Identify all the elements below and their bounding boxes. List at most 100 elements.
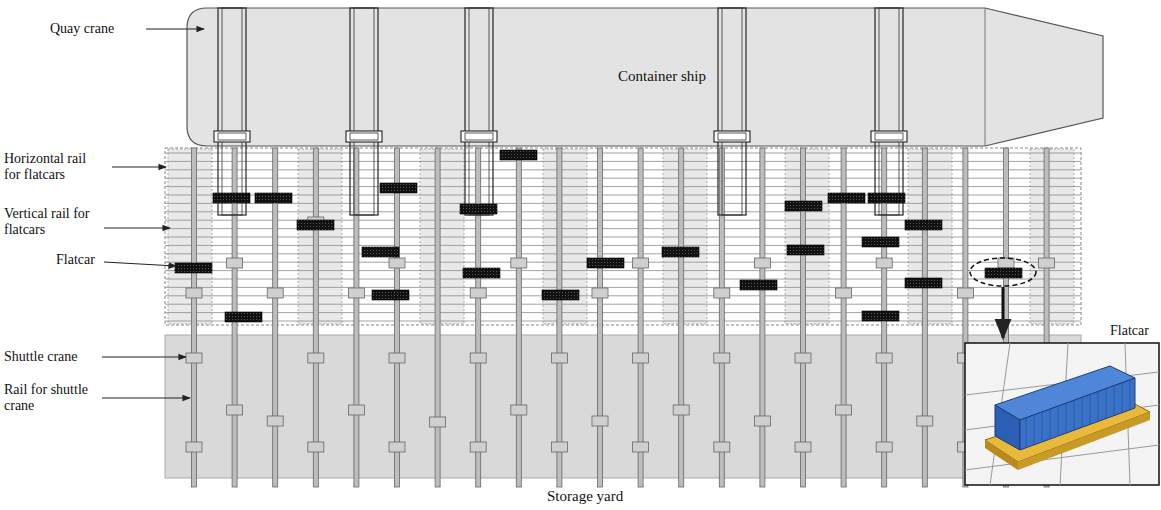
horizontal-rail: [165, 203, 1081, 204]
shuttle-crane: [876, 442, 892, 452]
horizontal-rail: [165, 253, 1081, 254]
shuttle-crane: [876, 353, 892, 363]
shuttle-crane: [511, 258, 527, 268]
horizontal-rail: [165, 169, 1081, 170]
shuttle-crane-rail: [638, 148, 643, 487]
flatcar: [500, 150, 537, 160]
flatcar: [862, 311, 899, 321]
shuttle-crane: [836, 288, 852, 298]
flatcar: [740, 280, 777, 290]
ship-hull: [187, 8, 1103, 146]
shuttle-crane-rail: [354, 148, 359, 487]
shuttle-crane: [551, 353, 567, 363]
shuttle-crane: [389, 442, 405, 452]
shuttle-crane: [795, 353, 811, 363]
shuttle-crane: [267, 416, 283, 426]
horizontal-rail: [165, 161, 1081, 162]
flatcar: [460, 204, 497, 214]
shuttle-crane: [348, 288, 364, 298]
quay-crane: [718, 8, 746, 215]
shuttle-crane: [389, 258, 405, 268]
part-label: Quay crane: [50, 21, 114, 37]
flatcar: [362, 247, 399, 257]
flatcar: [213, 193, 250, 203]
storage-yard-area: [165, 335, 1081, 478]
shuttle-crane: [714, 442, 730, 452]
flatcar: [297, 220, 334, 230]
quay-crane: [465, 8, 493, 215]
horizontal-rail: [165, 295, 1081, 296]
shuttle-crane: [1039, 258, 1055, 268]
flatcar: [175, 263, 212, 273]
shuttle-crane: [267, 288, 283, 298]
shuttle-crane: [633, 353, 649, 363]
shuttle-crane: [714, 288, 730, 298]
vertical-flatcar-rail: [785, 149, 829, 324]
shuttle-crane-rail: [557, 148, 562, 487]
shuttle-crane: [186, 442, 202, 452]
flatcar: [905, 220, 942, 230]
vertical-flatcar-rail: [168, 149, 212, 324]
horizontal-rail: [165, 195, 1081, 196]
shuttle-crane: [551, 442, 567, 452]
shuttle-crane: [795, 442, 811, 452]
flatcar-inset: [965, 343, 1159, 485]
vertical-flatcar-rail: [908, 149, 952, 324]
vertical-flatcar-rail: [1030, 149, 1074, 324]
shuttle-crane: [186, 288, 202, 298]
node-text: Storage yard: [547, 487, 623, 505]
flatcar: [787, 245, 824, 255]
part-label: Flatcar: [56, 252, 95, 268]
flatcar: [905, 278, 942, 288]
horizontal-rail: [165, 153, 1081, 154]
vertical-flatcar-rail: [663, 149, 707, 324]
flatcar: [662, 247, 699, 257]
shuttle-crane-rail: [476, 148, 481, 487]
horizontal-rail: [165, 186, 1081, 187]
part-label: Shuttle crane: [4, 349, 77, 365]
shuttle-crane-rail: [922, 148, 927, 487]
shuttle-crane: [836, 405, 852, 415]
part-label: Horizontal rail for flatcars: [4, 151, 98, 183]
horizontal-rail: [165, 178, 1081, 179]
yard-label: Storage yard: [547, 487, 623, 505]
quay-crane: [350, 8, 378, 215]
flatcar: [828, 193, 865, 203]
shuttle-crane-rail: [598, 148, 603, 487]
part-label: Rail for shuttle crane: [4, 382, 100, 414]
vertical-flatcar-rail: [298, 149, 342, 324]
horizontal-rail: [165, 287, 1081, 288]
shuttle-crane-rail: [516, 148, 521, 487]
shuttle-crane: [876, 258, 892, 268]
shuttle-crane: [430, 417, 446, 427]
horizontal-rail: [165, 237, 1081, 238]
shuttle-crane: [633, 442, 649, 452]
shuttle-crane: [917, 416, 933, 426]
shuttle-crane-rail: [313, 148, 318, 487]
shuttle-crane: [348, 405, 364, 415]
shuttle-crane: [470, 353, 486, 363]
horizontal-rail: [165, 312, 1081, 313]
shuttle-crane-rail: [395, 148, 400, 487]
shuttle-crane: [470, 442, 486, 452]
vertical-flatcar-rail: [420, 149, 464, 324]
inset-title: Flatcar: [1110, 323, 1149, 339]
shuttle-crane: [186, 353, 202, 363]
shuttle-crane: [470, 288, 486, 298]
shuttle-crane: [308, 442, 324, 452]
vertical-flatcar-rail: [543, 149, 587, 324]
horizontal-rail: [165, 211, 1081, 212]
quay-crane: [218, 8, 246, 215]
shuttle-crane: [389, 353, 405, 363]
flatcar: [868, 193, 905, 203]
shuttle-crane: [673, 405, 689, 415]
horizontal-rail: [165, 279, 1081, 280]
horizontal-rail: [165, 270, 1081, 271]
shuttle-crane: [633, 258, 649, 268]
leader-arrows: [102, 29, 204, 398]
horizontal-rail: [165, 321, 1081, 322]
shuttle-crane: [592, 288, 608, 298]
shuttle-crane: [754, 258, 770, 268]
